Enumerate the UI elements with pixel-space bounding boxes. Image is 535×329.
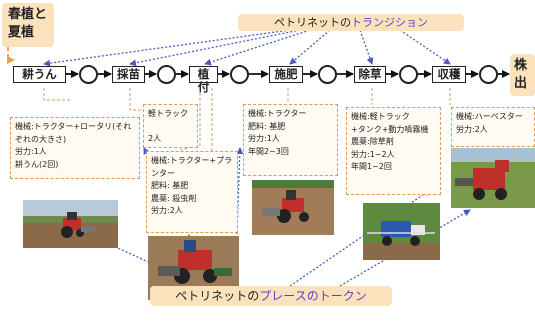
transition-weeding: 除草 — [354, 66, 386, 83]
transition-tillage: 耕うん — [13, 66, 66, 83]
tractor-fertilizing-photo — [252, 180, 334, 235]
token-label-highlight: プレースのトークン — [259, 289, 367, 303]
token-label: ペトリネットのプレースのトークン — [150, 286, 392, 306]
place-4 — [318, 65, 337, 84]
transition-pointer-arrows — [43, 29, 451, 67]
detail-seedling-collection: 軽トラック 2人 — [143, 104, 198, 148]
ratoon-box: 株 出 — [510, 54, 535, 96]
transition-label-prefix: ペトリネットの — [274, 16, 351, 29]
detail-weeding: 機械:軽トラック +タンク+動力噴霧機 農薬:除草剤 労力:1~2人 年間1~2… — [346, 107, 441, 195]
transition-seedling-collection: 採苗 — [112, 66, 145, 83]
planting-season-box: 春植と 夏植 — [2, 3, 54, 47]
transition-fertilization: 施肥 — [269, 66, 303, 83]
place-3 — [230, 65, 249, 84]
place-2 — [157, 65, 176, 84]
transition-label-highlight: トランジション — [351, 16, 428, 29]
place-6 — [479, 65, 498, 84]
detail-tillage: 機械:トラクター+ロータリ(それぞれの大きさ) 労力:1人 耕うん(2回) — [10, 117, 140, 179]
detail-fertilization: 機械:トラクター 肥料: 基肥 労力:1人 年間2~3回 — [243, 104, 338, 176]
place-5 — [399, 65, 418, 84]
detail-planting: 機械:トラクター+プランター 肥料: 基肥 農薬: 殺虫剤 労力:2人 — [146, 151, 238, 233]
tractor-rotary-photo — [23, 200, 118, 248]
detail-harvest: 機械:ハーベスター 労力:2人 — [451, 107, 535, 147]
transition-label: ペトリネットのトランジション — [238, 14, 464, 31]
transition-planting: 植付 — [189, 66, 218, 94]
place-1 — [79, 65, 98, 84]
harvester-photo — [451, 148, 535, 208]
transition-harvest: 収穫 — [432, 66, 466, 83]
token-label-prefix: ペトリネットの — [175, 289, 260, 303]
sprayer-photo — [363, 203, 440, 260]
